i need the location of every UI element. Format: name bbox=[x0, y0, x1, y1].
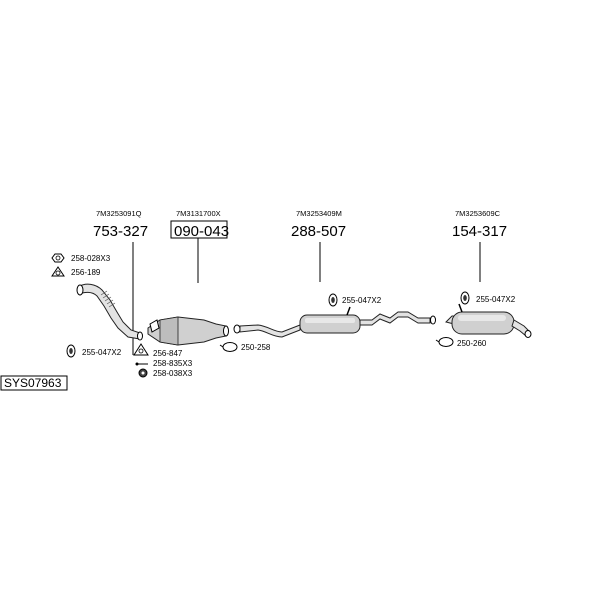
accessory-clamp: 250-258 bbox=[219, 342, 271, 352]
accessory-nut: 258-038X3 bbox=[138, 368, 193, 378]
nut-icon bbox=[51, 253, 65, 263]
oem-number: 7M3131700X bbox=[176, 209, 221, 218]
clamp-icon bbox=[219, 342, 238, 352]
part-label-rear-silencer: 7M3253609C 154-317 bbox=[452, 209, 507, 282]
rear-silencer-drawing bbox=[445, 303, 532, 338]
part-number: 090-043 bbox=[174, 223, 229, 240]
accessory-hanger: 255-047X2 bbox=[328, 293, 382, 307]
part-label-middle-silencer: 7M3253409M 288-507 bbox=[291, 209, 346, 282]
accessory-label: 255-047X2 bbox=[342, 296, 382, 305]
part-number: 288-507 bbox=[291, 223, 346, 240]
system-code: SYS07963 bbox=[4, 376, 62, 390]
gasket-icon bbox=[133, 343, 149, 356]
oem-number: 7M3253091Q bbox=[96, 209, 142, 218]
accessory-label: 250-258 bbox=[241, 343, 271, 352]
accessory-hanger: 255-047X2 bbox=[66, 344, 122, 358]
system-code-label: SYS07963 bbox=[0, 375, 68, 391]
bolt-icon bbox=[135, 362, 148, 366]
accessory-gasket: 256-189 bbox=[51, 266, 101, 277]
part-number: 154-317 bbox=[452, 223, 507, 240]
accessory-label: 255-047X2 bbox=[82, 348, 122, 357]
rubber-hanger-icon bbox=[66, 344, 76, 358]
part-label-catalytic-converter: 7M3131700X 090-043 bbox=[170, 209, 229, 283]
accessory-label: 258-028X3 bbox=[71, 254, 111, 263]
accessory-bolt: 258-835X3 bbox=[135, 359, 193, 368]
oem-number: 7M3253609C bbox=[455, 209, 501, 218]
accessory-label: 258-038X3 bbox=[153, 369, 193, 378]
gasket-icon bbox=[51, 266, 65, 277]
accessory-label: 255-047X2 bbox=[476, 295, 516, 304]
system-code-box bbox=[0, 375, 68, 391]
rubber-hanger-icon bbox=[460, 291, 470, 305]
nut-icon bbox=[138, 368, 148, 378]
accessory-label: 256-847 bbox=[153, 349, 183, 358]
accessory-clamp: 250-260 bbox=[435, 337, 487, 348]
rubber-hanger-icon bbox=[328, 293, 338, 307]
oem-number: 7M3253409M bbox=[296, 209, 342, 218]
catalytic-converter-drawing bbox=[147, 316, 229, 346]
front-pipe-drawing bbox=[76, 283, 143, 341]
accessory-nut: 258-028X3 bbox=[51, 253, 111, 263]
part-number-box bbox=[170, 220, 228, 239]
middle-silencer-drawing bbox=[233, 306, 436, 338]
clamp-icon bbox=[435, 337, 454, 347]
accessory-label: 256-189 bbox=[71, 268, 101, 277]
accessory-label: 258-835X3 bbox=[153, 359, 193, 368]
part-number: 753-327 bbox=[93, 223, 148, 240]
accessory-gasket: 256-847 bbox=[133, 343, 183, 358]
accessory-hanger: 255-047X2 bbox=[460, 291, 516, 305]
accessory-label: 250-260 bbox=[457, 339, 487, 348]
